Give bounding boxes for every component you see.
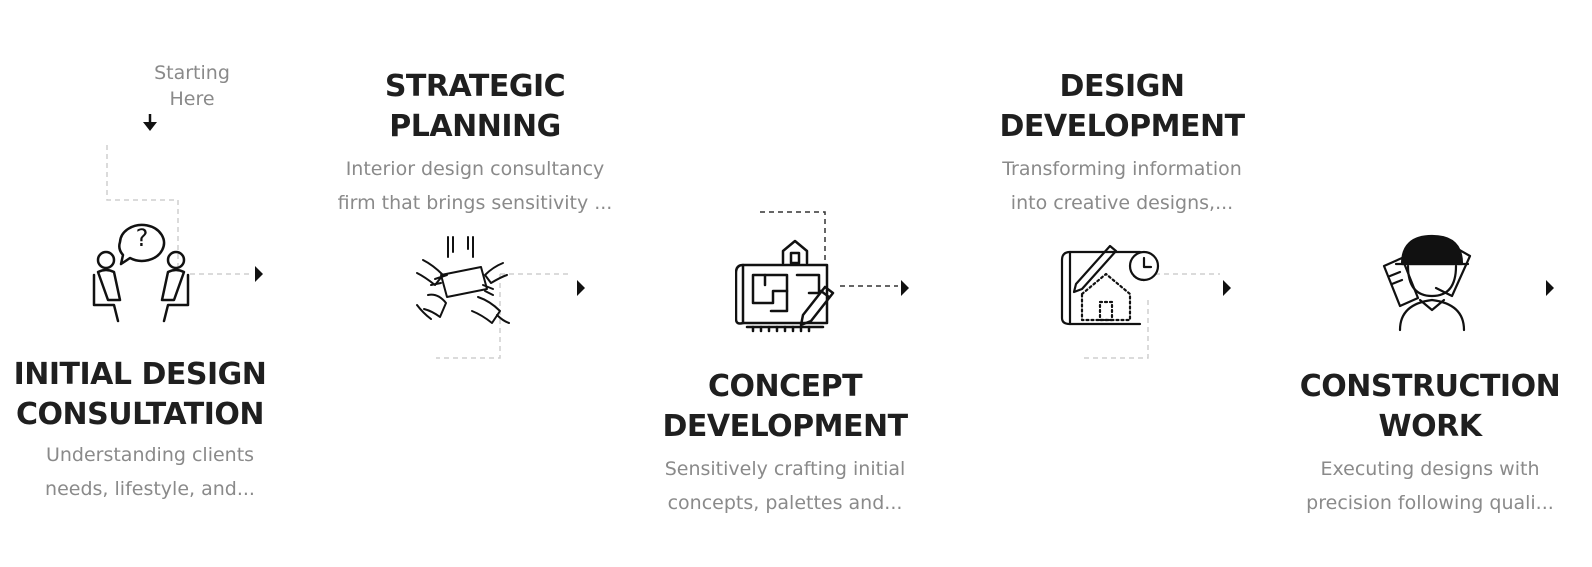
step-title-strategic-planning: STRATEGIC PLANNING: [384, 69, 566, 144]
start-arrow-icon: [143, 114, 157, 131]
arrow-right-icon: [1546, 280, 1554, 296]
blueprint-icon: [735, 239, 835, 333]
step-title-initial-design-consultation: INITIAL DESIGN CONSULTATION: [13, 357, 267, 432]
step-title-design-development: DESIGN DEVELOPMENT: [999, 69, 1245, 144]
step-desc-initial-design-consultation: Understanding clients needs, lifestyle, …: [45, 444, 255, 500]
step-desc-construction-work: Executing designs with precision followi…: [1306, 458, 1554, 514]
step-desc-strategic-planning: Interior design consultancy firm that br…: [337, 158, 613, 214]
step-desc-concept-development: Sensitively crafting initial concepts, p…: [664, 458, 906, 514]
step-desc-design-development: Transforming information into creative d…: [1002, 158, 1242, 214]
arrow-right-icon: [901, 280, 909, 296]
step-title-concept-development: CONCEPT DEVELOPMENT: [662, 369, 908, 444]
arrow-right-icon: [577, 280, 585, 296]
arrow-right-icon: [1223, 280, 1231, 296]
svg-text:?: ?: [136, 224, 149, 252]
step-title-construction-work: CONSTRUCTION WORK: [1299, 369, 1561, 444]
planning-icon: [416, 236, 510, 324]
arrow-right-icon: [255, 266, 263, 282]
design-house-icon: [1060, 244, 1160, 326]
construction-worker-icon: [1382, 234, 1472, 332]
starting-here-label: Starting Here: [154, 62, 230, 110]
consultation-icon: ?: [92, 223, 190, 323]
